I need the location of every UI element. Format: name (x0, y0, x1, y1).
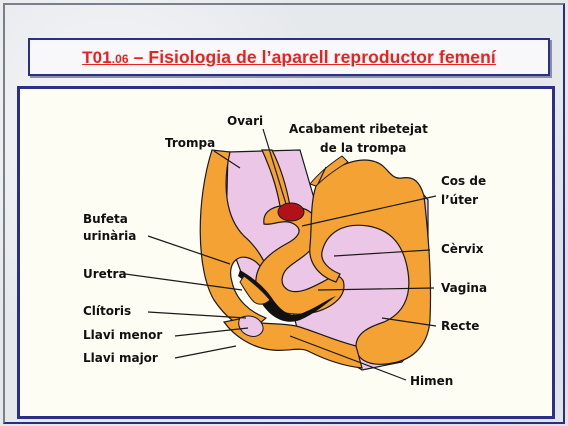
label-himen: Himen (410, 374, 453, 389)
label-cos-uter-2: l’úter (441, 193, 478, 208)
label-llavi-menor: Llavi menor (83, 328, 162, 343)
leader-llavi-major (175, 346, 236, 358)
label-bufeta-2: urinària (83, 229, 136, 244)
label-cos-uter-1: Cos de (441, 174, 486, 189)
label-acabament-1: Acabament ribetejat (289, 122, 428, 137)
label-clitoris: Clítoris (83, 304, 131, 319)
ovary (278, 203, 304, 221)
label-trompa: Trompa (165, 136, 215, 151)
label-cervix: Cèrvix (441, 242, 484, 257)
label-uretra: Uretra (83, 267, 127, 282)
label-recte: Recte (441, 319, 479, 334)
label-ovari: Ovari (227, 114, 263, 129)
label-acabament-2: de la trompa (320, 141, 406, 156)
label-llavi-major: Llavi major (83, 351, 158, 366)
label-vagina: Vagina (441, 281, 487, 296)
label-bufeta-1: Bufeta (83, 212, 128, 227)
